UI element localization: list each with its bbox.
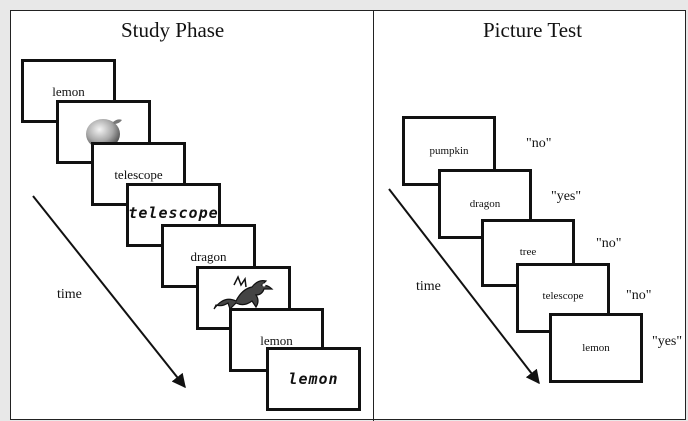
study-card-8-label: lemon — [288, 370, 339, 388]
dragon-picture-icon — [212, 275, 273, 311]
test-response-2: "yes" — [551, 189, 582, 204]
time-arrows — [32, 188, 540, 389]
study-card-1-label: lemon — [52, 84, 85, 99]
test-response-4: "no" — [626, 288, 652, 303]
study-time-arrow — [32, 195, 186, 389]
test-card-3-label: tree — [519, 246, 537, 258]
study-card-8: lemon — [266, 347, 361, 411]
panel-divider — [373, 11, 374, 421]
test-card-5: lemon — [549, 313, 643, 383]
study-time-label: time — [57, 287, 82, 302]
study-card-4-label: telescope — [128, 204, 219, 222]
lemon-picture-icon — [85, 119, 122, 149]
figure-frame: Study Phase lemon telescope telescope dr… — [10, 10, 686, 421]
study-card-3-label: telescope — [114, 167, 163, 182]
test-card-1-label: pumpkin — [429, 145, 469, 157]
test-time-arrow — [388, 188, 540, 385]
test-response-1: "no" — [526, 136, 552, 151]
test-card-2-label: dragon — [469, 198, 501, 210]
study-phase-title: Study Phase — [121, 18, 225, 42]
test-response-5: "yes" — [652, 334, 683, 349]
test-card-4-label: telescope — [542, 290, 584, 302]
test-time-label: time — [416, 279, 441, 294]
picture-test-title: Picture Test — [483, 18, 583, 42]
study-card-5-label: dragon — [190, 249, 227, 264]
test-response-3: "no" — [596, 236, 622, 251]
test-card-5-label: lemon — [582, 342, 610, 354]
study-card-7-label: lemon — [260, 333, 293, 348]
